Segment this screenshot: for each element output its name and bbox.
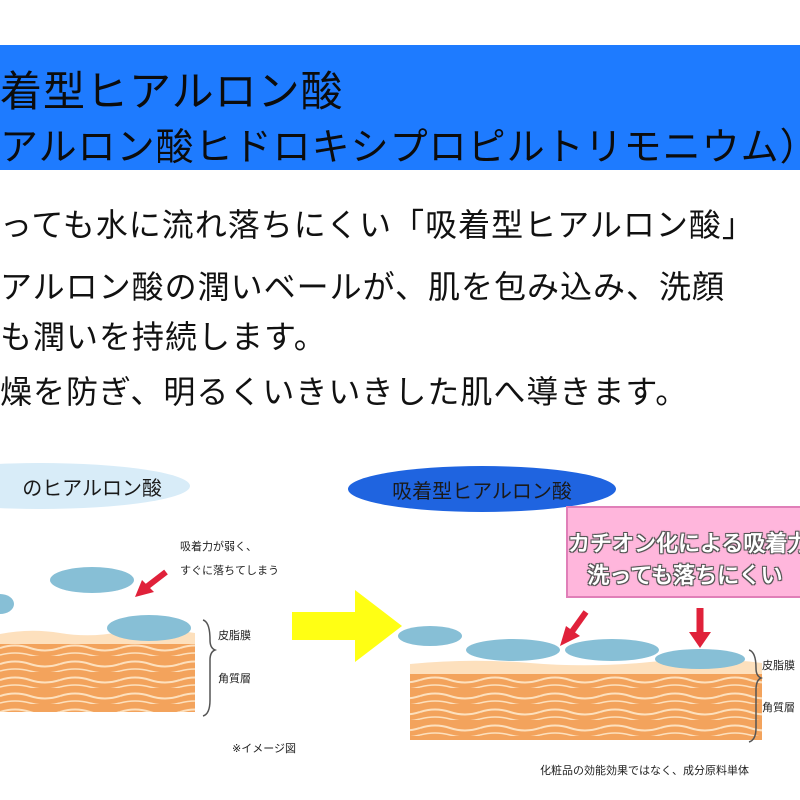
right-horny-layer [410, 674, 762, 740]
body-line-3: も潤いを持続します。 [0, 318, 327, 356]
callout-line-2: 洗っても落ちにくい [587, 564, 783, 589]
conventional-hyaluronic-text: のヒアルロン酸 [22, 475, 162, 500]
right-hyaluronic-2 [466, 639, 560, 661]
callout-line-1: カチオン化による吸着力で [568, 532, 800, 557]
callout-box: カチオン化による吸着力で 洗っても落ちにくい [566, 506, 800, 598]
title-line-2: アルロン酸ヒドロキシプロピルトリモニウム） [0, 125, 800, 169]
left-hyaluronic-surface [107, 615, 191, 641]
left-skin-block [0, 629, 195, 712]
left-layer-bracket [202, 619, 218, 717]
bottom-disclaimer: 化粧品の効能効果ではなく、成分原料単体 [540, 764, 749, 777]
left-hyaluronic-floating [50, 567, 134, 593]
left-horny-label: 角質層 [218, 672, 251, 685]
right-skin-block [410, 659, 762, 740]
title-banner [0, 45, 800, 170]
right-layer-bracket [748, 649, 764, 743]
left-sebum-label: 皮脂膜 [218, 629, 251, 642]
weak-adsorption-note-1: 吸着力が弱く、 [180, 540, 257, 553]
right-hyaluronic-1 [398, 626, 462, 646]
left-horny-layer [0, 644, 195, 712]
right-hyaluronic-3 [565, 639, 659, 661]
weak-adsorption-note-2: すぐに落ちてしまう [180, 564, 279, 577]
left-hyaluronic-edge [0, 594, 14, 614]
adsorption-hyaluronic-label: 吸着型ヒアルロン酸 [348, 466, 616, 512]
right-sebum-label: 皮脂膜 [762, 659, 795, 672]
yellow-arrow [292, 590, 402, 662]
body-line-4: 燥を防ぎ、明るくいきいきした肌へ導きます。 [0, 373, 689, 411]
body-line-2: アルロン酸の潤いベールが、肌を包み込み、洗顔 [0, 268, 726, 306]
right-horny-label: 角質層 [762, 701, 795, 714]
adsorption-hyaluronic-text: 吸着型ヒアルロン酸 [392, 478, 572, 503]
title-line-1: 着型ヒアルロン酸 [0, 67, 344, 116]
body-line-1: っても水に流れ落ちにくい「吸着型ヒアルロン酸」 [0, 206, 755, 244]
image-note: ※イメージ図 [232, 742, 296, 755]
right-hyaluronic-4 [655, 649, 745, 669]
